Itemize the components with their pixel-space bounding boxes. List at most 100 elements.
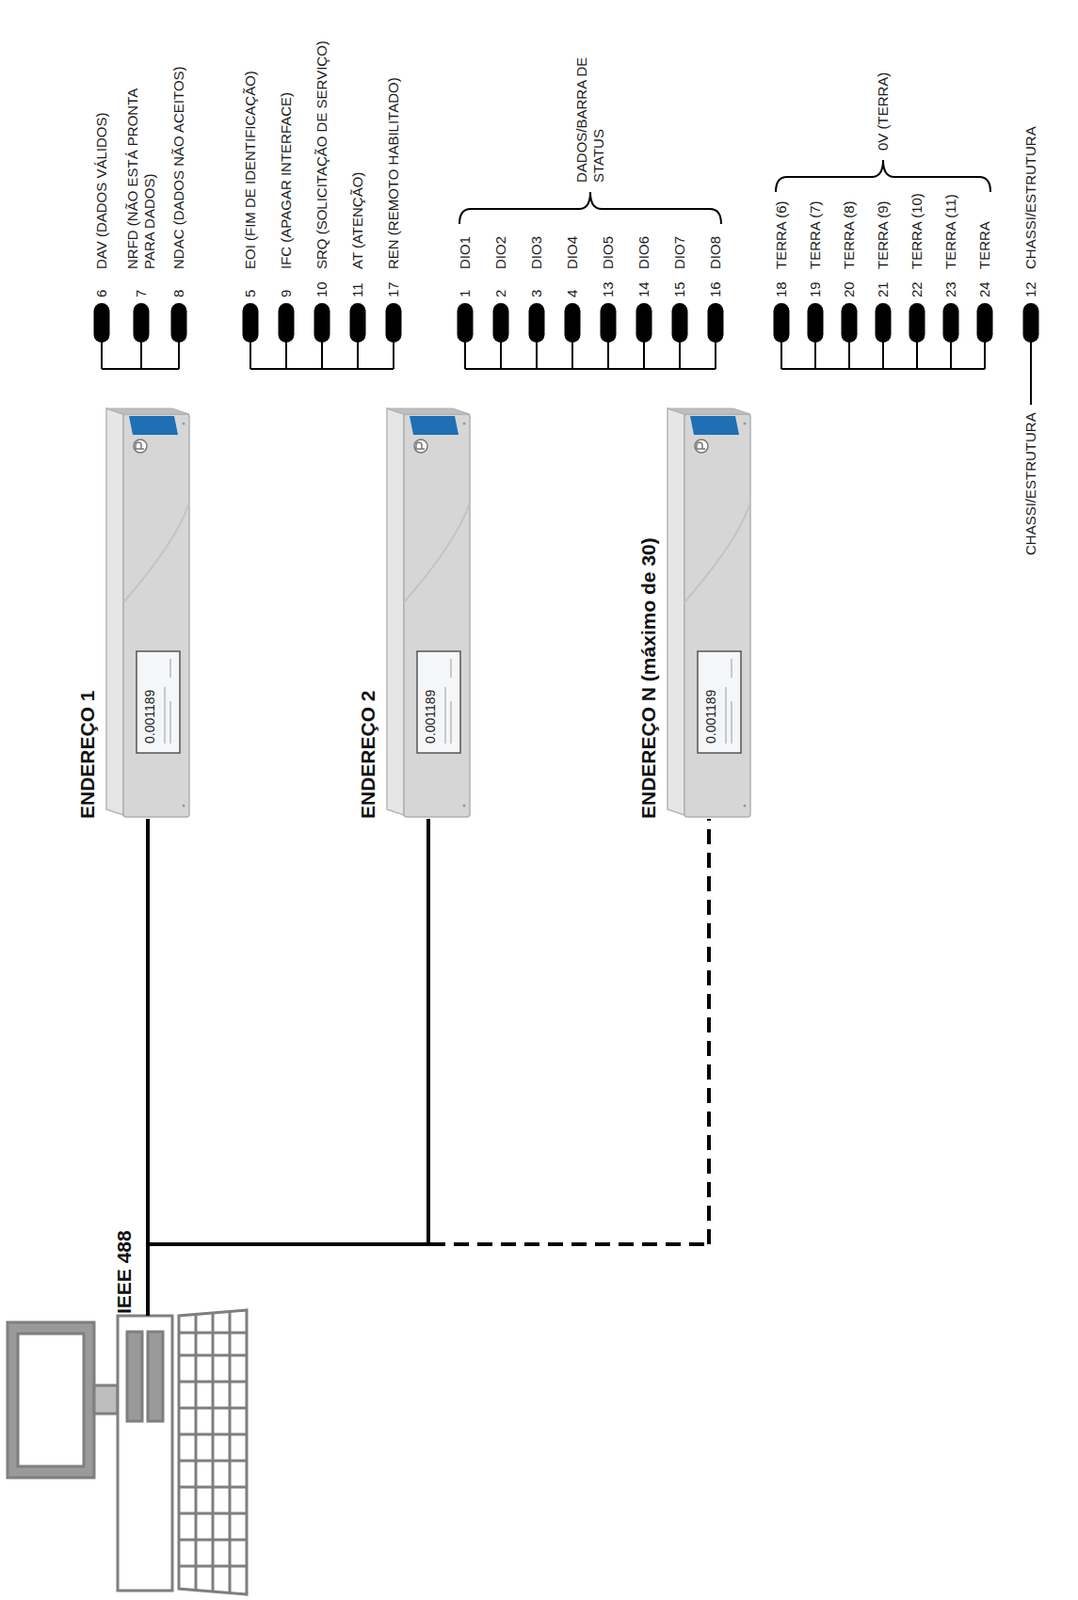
pin-contact [314, 303, 331, 343]
signal-label: NDAC (DADOS NÃO ACEITOS) [170, 65, 188, 270]
screw [182, 422, 186, 426]
pin-stems [101, 340, 1031, 405]
pin-contact [1023, 303, 1040, 343]
instrument-drawing [385, 404, 472, 820]
display-line [731, 701, 733, 744]
pin-contact [977, 303, 994, 343]
display-line [725, 687, 727, 744]
pin-contact [707, 303, 725, 343]
signal-label: DIO5 [599, 236, 617, 270]
signal-label: CHASSI/ESTRUTURA [1022, 412, 1040, 556]
instrument-drawing [665, 404, 753, 820]
signal-label: DADOS/BARRA DE STATUS [573, 36, 608, 183]
signal-label: TERRA (6) [772, 200, 790, 270]
display-reading: 0.001189 [703, 690, 719, 744]
pin-contact [875, 303, 892, 343]
panel-swoosh [684, 502, 751, 603]
signal-label: EOI (FIM DE IDENTIFICAÇÃO) [241, 70, 259, 270]
pin-contact [773, 303, 790, 343]
computer [7, 1310, 247, 1595]
instrument-drawing [104, 404, 192, 820]
panel-swoosh [123, 502, 190, 603]
pin-contact [841, 303, 858, 343]
keyboard [178, 1310, 247, 1595]
instrument-node: ENDEREÇO 20.001189 [385, 404, 472, 820]
monitor-frame [7, 1322, 95, 1479]
pin-number: 8 [170, 289, 188, 298]
display-line [450, 701, 452, 744]
brand-logo-mark [696, 442, 706, 450]
signal-label: 0V (TERRA) [874, 72, 892, 151]
drive-bay [147, 1332, 163, 1422]
display-line [164, 687, 166, 744]
display-line [450, 659, 452, 678]
bus-wire [426, 819, 431, 1245]
display-screen [697, 651, 741, 754]
pin-number: 23 [942, 281, 960, 298]
keyboard-keys [178, 1311, 247, 1593]
pin-number: 7 [132, 289, 150, 298]
signal-label: DAV (DADOS VÁLIDOS) [93, 112, 111, 270]
brand-badge [690, 416, 740, 435]
signal-label: IFC (APAGAR INTERFACE) [277, 92, 295, 270]
signal-label: REN (REMOTO HABILITADO) [385, 77, 403, 270]
signal-label: TERRA (8) [840, 200, 858, 270]
computer-case [117, 1316, 173, 1592]
display-screen [417, 651, 461, 754]
display-reading: 0.001189 [142, 690, 158, 744]
signal-label: TERRA [976, 221, 994, 270]
pin-number: 6 [93, 289, 111, 298]
pin-contact [278, 303, 295, 343]
pin-number: 11 [349, 282, 367, 298]
signal-label: DIO4 [563, 236, 581, 270]
pin-number: 24 [976, 281, 994, 298]
pin-contact [672, 303, 689, 343]
pin-number: 18 [772, 281, 790, 298]
address-heading: ENDEREÇO N (máximo de 30) [637, 537, 660, 820]
pin-contact [350, 303, 367, 343]
bus-wire [145, 819, 150, 1317]
pin-number: 9 [277, 289, 295, 298]
group-bracket [465, 340, 716, 370]
pin-contact [457, 303, 474, 343]
screw [463, 422, 467, 426]
monitor-screen [17, 1334, 84, 1467]
screw [463, 804, 467, 808]
screw [743, 422, 747, 426]
panel-swoosh [403, 502, 470, 603]
signal-label: TERRA (11) [942, 193, 960, 270]
brand-logo-mark [135, 442, 145, 450]
signal-label: TERRA (10) [908, 193, 926, 270]
pin-number: 12 [1022, 281, 1040, 298]
display-line [731, 659, 733, 678]
pin-contact [386, 303, 403, 343]
instrument-side [667, 408, 751, 415]
signal-label: DIO7 [671, 236, 689, 270]
instrument-node: ENDEREÇO 10.001189 [104, 404, 192, 820]
instrument-top [106, 408, 124, 816]
pin-contact [493, 303, 510, 343]
pin-number: 17 [385, 281, 403, 298]
pin-contact [636, 303, 653, 343]
pin-number: 19 [806, 281, 824, 298]
brand-logo [133, 439, 147, 453]
signal-label: DIO3 [528, 236, 546, 270]
pin-contact [807, 303, 824, 343]
brand-logo [694, 439, 708, 453]
display-line [170, 701, 172, 744]
pin-number: 3 [528, 289, 546, 298]
instrument-front [684, 414, 751, 818]
pin-contact [600, 303, 617, 343]
pin-number: 22 [908, 281, 926, 298]
pin-contact [94, 303, 111, 343]
instrument-node: ENDEREÇO N (máximo de 30)0.001189 [665, 404, 753, 820]
signal-label: DIO8 [707, 236, 725, 270]
signal-label: DIO6 [635, 236, 653, 270]
curly-brace [459, 192, 722, 225]
bus-wire-dashed [430, 1242, 709, 1247]
ieee488-bus [145, 819, 709, 1317]
bus-wire [145, 1242, 431, 1247]
pin-contact [133, 303, 150, 343]
